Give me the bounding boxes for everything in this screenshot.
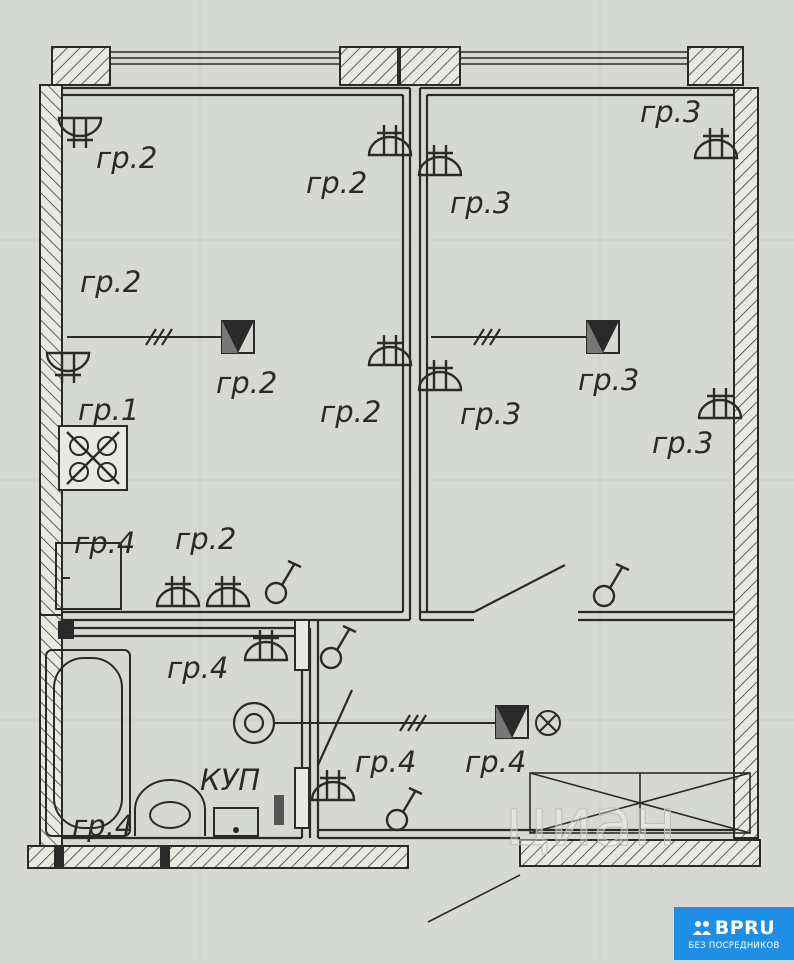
group-label: гр.1	[78, 393, 139, 427]
wall-block	[294, 619, 310, 671]
wall-lamp-icon	[417, 358, 463, 392]
ceiling-lamp-icon	[495, 705, 529, 739]
wall-block	[294, 767, 310, 829]
sink-icon	[134, 779, 206, 836]
switch-icon	[385, 786, 424, 832]
switch-icon	[319, 624, 358, 670]
group-label: гр.4	[167, 651, 228, 685]
group-label: гр.3	[652, 426, 713, 460]
switch-icon	[264, 559, 303, 605]
exterior-walls	[27, 84, 761, 869]
stove-icon	[58, 425, 128, 491]
group-labels: гр.2 гр.2 гр.2 гр.2 гр.2 гр.2 гр.3 гр.3 гр.3 гр.3…	[72, 95, 713, 843]
bpru-logo: BPRU БЕЗ ПОСРЕДНИКОВ	[674, 907, 794, 960]
group-label: гр.2	[320, 395, 381, 429]
bathtub-icon	[45, 649, 131, 837]
wall-lamp-icon	[367, 333, 413, 367]
interior-walls	[62, 86, 734, 840]
cable-ticks	[472, 327, 502, 347]
fridge-icon	[55, 542, 122, 610]
wiring	[67, 336, 590, 724]
wall-lamp-icon	[57, 116, 103, 150]
group-label: гр.4	[465, 745, 526, 779]
exhaust-fan-icon	[232, 701, 276, 745]
ceiling-lamp-icon	[221, 320, 255, 354]
logo-tagline: БЕЗ ПОСРЕДНИКОВ	[688, 940, 780, 951]
group-label: гр.2	[175, 522, 236, 556]
group-label: гр.4	[355, 745, 416, 779]
ceiling-light-x-icon	[535, 710, 561, 736]
group-label: гр.2	[306, 166, 367, 200]
wall-block	[58, 621, 74, 639]
switch-icon	[592, 562, 631, 608]
group-label: гр.2	[216, 366, 277, 400]
group-label: гр.2	[96, 141, 157, 175]
ceiling-lamp-icon	[586, 320, 620, 354]
loggia	[529, 772, 751, 834]
group-label: гр.3	[578, 363, 639, 397]
wall-block	[274, 795, 284, 825]
wall-lamp-icon	[693, 126, 739, 160]
group-label: гр.4	[72, 809, 133, 843]
cable-ticks	[144, 327, 174, 347]
logo-brand: BPRU	[714, 916, 776, 939]
group-label: гр.3	[640, 95, 701, 129]
wall-lamp-icon	[417, 143, 463, 177]
watermark: циан	[505, 784, 676, 861]
top-window-band	[51, 46, 744, 86]
people-icon	[692, 920, 711, 936]
cable-ticks	[398, 713, 428, 733]
wall-lamp-icon	[205, 574, 251, 608]
electrical-panel-label: КУП	[200, 763, 260, 797]
wall-lamp-icon	[243, 628, 289, 662]
wall-lamp-icon	[155, 574, 201, 608]
group-label: гр.3	[460, 397, 521, 431]
group-label: гр.4	[74, 526, 135, 560]
group-label: гр.2	[80, 265, 141, 299]
group-label: гр.3	[450, 186, 511, 220]
washing-machine-icon	[213, 807, 259, 837]
wall-lamp-icon	[367, 123, 413, 157]
leader-line	[427, 874, 521, 923]
